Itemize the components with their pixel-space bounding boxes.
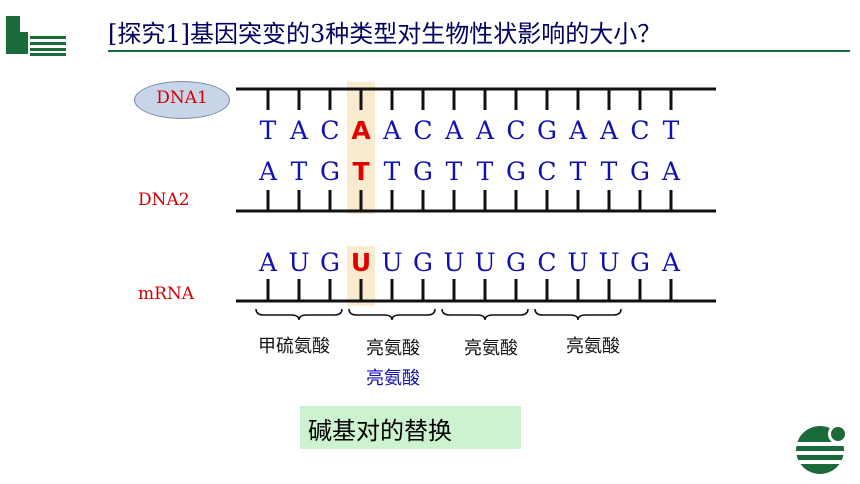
dna1-base: C [506, 116, 525, 145]
dna2-base: G [413, 157, 433, 186]
logo-icon [796, 424, 848, 474]
dna2-base: A [661, 157, 681, 186]
mrna-base: G [413, 248, 433, 277]
dna1-label: DNA1 [156, 88, 208, 108]
dna1-base: C [630, 116, 649, 145]
mrna-base: U [567, 248, 588, 277]
codon-label: 亮氨酸 [566, 336, 620, 357]
dna2-base: T [446, 157, 463, 186]
mrna-base: A [258, 248, 278, 277]
dna1-base: G [537, 116, 557, 145]
dna1-base: T [663, 116, 680, 145]
codon-brace [534, 308, 622, 321]
dna1-base: A [289, 116, 309, 145]
codon-label: 亮氨酸 [464, 338, 518, 359]
dna2-base: T [477, 157, 494, 186]
dna1-base: A [568, 116, 588, 145]
dna2-base: A [258, 157, 278, 186]
codon-brace [348, 308, 436, 321]
codon-label: 甲硫氨酸 [258, 336, 330, 357]
dna1-base: A [444, 116, 464, 145]
logo-icon [6, 14, 66, 56]
mrna-base: G [320, 248, 340, 277]
dna1-base: T [260, 116, 277, 145]
answer-box [300, 406, 521, 449]
dna2-base: T [601, 157, 618, 186]
mrna-base: G [630, 248, 650, 277]
mrna-base: U [381, 248, 402, 277]
codon-brace [441, 308, 529, 321]
mrna-base-mutated: U [351, 248, 371, 277]
dna1-base: A [599, 116, 619, 145]
mrna-base: U [443, 248, 464, 277]
dna1-highlight-oval [134, 81, 230, 119]
mutant-codon-label: 亮氨酸 [366, 368, 420, 389]
mrna-label: mRNA [138, 284, 195, 304]
mrna-base: U [474, 248, 495, 277]
mrna-base: U [598, 248, 619, 277]
slide-title: [探究1]基因突变的3种类型对生物性状影响的大小？ [108, 20, 662, 48]
dna2-base: T [291, 157, 308, 186]
dna2-label: DNA2 [138, 190, 190, 210]
dna2-base: T [384, 157, 401, 186]
dna2-base: G [630, 157, 650, 186]
answer-text: 碱基对的替换 [308, 417, 452, 445]
dna2-base: C [537, 157, 556, 186]
mrna-base: U [288, 248, 309, 277]
dna1-base: C [413, 116, 432, 145]
dna2-base: T [570, 157, 587, 186]
title-underline [108, 50, 850, 52]
dna1-base-mutated: A [351, 116, 371, 145]
mrna-base: G [506, 248, 526, 277]
dna1-base: A [475, 116, 495, 145]
mrna-base: A [661, 248, 681, 277]
dna2-base-mutated: T [352, 157, 369, 186]
mrna-base: C [537, 248, 556, 277]
codon-label: 亮氨酸 [366, 338, 420, 359]
dna2-base: G [506, 157, 526, 186]
codon-brace [255, 308, 343, 321]
dna1-base: A [382, 116, 402, 145]
dna1-base: C [320, 116, 339, 145]
dna2-base: G [320, 157, 340, 186]
